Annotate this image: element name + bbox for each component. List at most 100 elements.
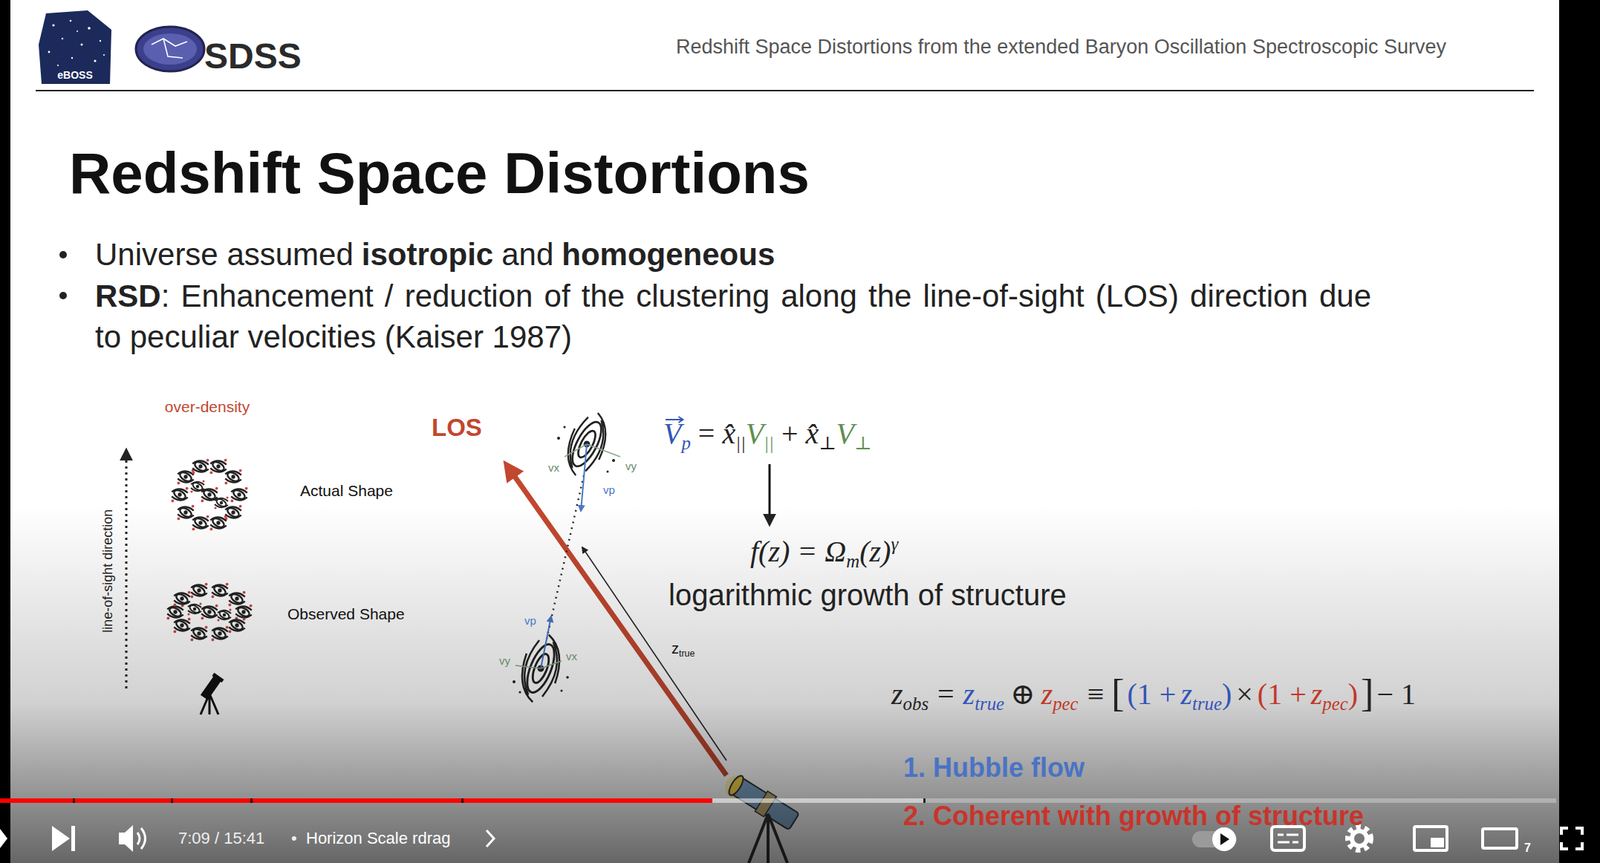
formula-caption: logarithmic growth of structure bbox=[668, 578, 1067, 612]
math-subscript: m bbox=[846, 551, 860, 572]
math-operator: ⊕ bbox=[1010, 677, 1036, 711]
progress-buffer bbox=[0, 798, 924, 803]
text-line: 7 bbox=[1524, 840, 1531, 855]
text-line: Observed Shape bbox=[287, 604, 405, 624]
text-line: 7:09 / 15:41 bbox=[178, 828, 265, 849]
math-symbol: z bbox=[891, 677, 904, 711]
sdss-logo-inner bbox=[143, 33, 197, 65]
bullet-text: Universe assumed bbox=[95, 236, 354, 272]
text-line: Vp=x̂||V||+x̂⊥V⊥ bbox=[663, 415, 872, 455]
math-operator: − 1 bbox=[1376, 677, 1416, 711]
math-subscript: ⊥ bbox=[854, 433, 872, 454]
math-symbol: (z) bbox=[859, 534, 891, 569]
math-subscript: true bbox=[974, 693, 1005, 714]
ztrue-label: true bbox=[678, 648, 695, 659]
chapter-title: Horizon Scale rdrag bbox=[306, 828, 451, 848]
bullet-keyword: homogeneous bbox=[561, 236, 775, 272]
logo-text: eBOSS bbox=[57, 69, 93, 81]
axis-label-wrap: line-of-sight direction bbox=[100, 509, 117, 633]
point-label: 1. Hubble flow bbox=[903, 752, 1085, 783]
text-line: zobs=ztrue⊕zpec≡[(1 +ztrue)×(1 +zpec)]− … bbox=[891, 670, 1416, 717]
bullet-text: and bbox=[501, 236, 554, 272]
math-symbol: ) bbox=[1221, 677, 1232, 711]
velocity-label: vy bbox=[499, 654, 511, 668]
icon-badge: 7 bbox=[1524, 841, 1531, 855]
math-operator: × bbox=[1236, 677, 1254, 711]
text-line: vx bbox=[548, 461, 560, 475]
bullet-keyword: RSD bbox=[95, 278, 162, 314]
math-symbol: (1 + bbox=[1257, 677, 1307, 711]
velocity-label: vx bbox=[548, 461, 560, 474]
sdss-constellation bbox=[151, 38, 188, 58]
top-galaxy bbox=[555, 407, 621, 512]
text-line: vx bbox=[566, 649, 578, 664]
math-operator: = bbox=[698, 416, 716, 451]
figure-label: Actual Shape bbox=[300, 482, 393, 500]
text-line: eBOSS bbox=[57, 69, 93, 82]
bullet-dot bbox=[59, 251, 67, 259]
text-line: Actual Shape bbox=[300, 481, 393, 500]
bullet-paragraph: RSD: Enhancement / reduction of the clus… bbox=[95, 275, 1372, 358]
text-line: 1. Hubble flow bbox=[903, 751, 1085, 784]
math-superscript: γ bbox=[890, 534, 899, 555]
player-controls bbox=[0, 825, 133, 852]
math-operator: = bbox=[937, 677, 955, 711]
slide-title: Redshift Space Distortions bbox=[69, 138, 810, 209]
math-subscript: p bbox=[681, 433, 691, 454]
math-symbol: V bbox=[663, 416, 682, 451]
chapter-gaps bbox=[72, 798, 926, 803]
bullet-dot bbox=[59, 291, 67, 300]
math-subscript: || bbox=[763, 433, 775, 454]
math-symbol: z bbox=[1180, 677, 1193, 711]
math-symbol: ) bbox=[1348, 677, 1358, 711]
math-subscript: pec bbox=[1052, 693, 1078, 714]
velocity-label: vx bbox=[566, 649, 578, 663]
logo-stars bbox=[48, 20, 105, 67]
los-label: LOS bbox=[431, 413, 483, 442]
player-icons bbox=[137, 826, 1583, 851]
math-symbol: f(z) = Ω bbox=[750, 534, 847, 569]
header-title: Redshift Space Distortions from the exte… bbox=[675, 35, 1447, 58]
math-subscript: pec bbox=[1322, 693, 1348, 714]
eboss-logo bbox=[38, 10, 112, 84]
math-subscript: true bbox=[1192, 693, 1222, 714]
axis-label: line-of-sight direction bbox=[100, 509, 116, 633]
velocity-label: vy bbox=[625, 459, 637, 473]
math-subscript: ⊥ bbox=[818, 433, 836, 454]
logo-text: SDSS bbox=[204, 36, 302, 76]
math-subscript: || bbox=[735, 433, 746, 454]
math-symbol: z bbox=[1311, 677, 1323, 711]
math-symbol: x̂ bbox=[805, 416, 819, 451]
math-symbol: z bbox=[1041, 677, 1054, 711]
text-line: vy bbox=[499, 654, 511, 668]
text-line: vp bbox=[524, 614, 537, 628]
math-operator: + bbox=[781, 416, 799, 451]
math-subscript: obs bbox=[903, 693, 929, 714]
math-symbol: V bbox=[836, 416, 855, 451]
text-line: LOS bbox=[431, 412, 483, 443]
velocity-label: vp bbox=[524, 614, 537, 627]
text-line: SDSS bbox=[204, 34, 302, 78]
separator-dot: • bbox=[291, 828, 298, 848]
ztrue-label: z bbox=[671, 640, 679, 657]
text-line: Horizon Scale rdrag bbox=[306, 828, 451, 849]
progress-played bbox=[0, 798, 713, 803]
frame-strip bbox=[1559, 0, 1600, 863]
math-symbol: (1 + bbox=[1127, 677, 1177, 711]
time-display: 7:09 / 15:41 bbox=[178, 828, 265, 848]
text-line: • bbox=[291, 828, 298, 849]
text-line: Redshift Space Distortions from the exte… bbox=[675, 34, 1447, 59]
bullet-keyword: isotropic bbox=[361, 236, 494, 272]
text-line: vy bbox=[625, 459, 637, 474]
text-line: f(z) = Ωm(z)γ bbox=[750, 533, 899, 573]
sdss-logo bbox=[135, 26, 205, 72]
math-bracket: [ bbox=[1111, 672, 1124, 715]
math-bracket: ] bbox=[1360, 672, 1374, 715]
math-symbol: V bbox=[745, 416, 764, 451]
math-operator: ≡ bbox=[1087, 677, 1105, 711]
bullet-text: : Enhancement / reduction of the cluster… bbox=[95, 278, 1372, 355]
math-symbol: z bbox=[963, 677, 976, 711]
text-line: 2. Coherent with growth of structure bbox=[903, 800, 1364, 832]
text-line: vp bbox=[603, 483, 616, 497]
